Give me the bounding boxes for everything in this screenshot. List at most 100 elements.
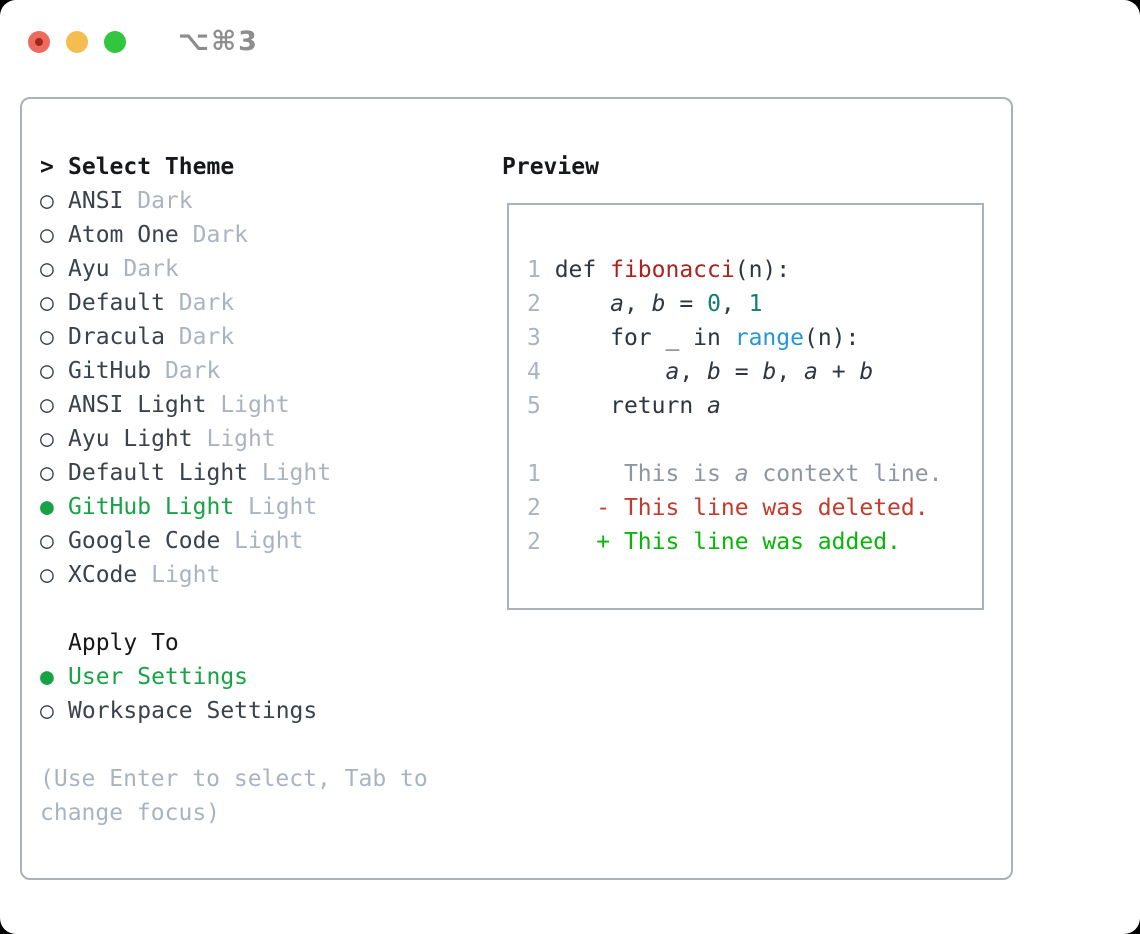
option-label: Atom One	[68, 222, 179, 248]
option-variant-label: Dark	[178, 324, 235, 350]
code-token-added: + This line was added.	[554, 529, 901, 555]
option-label: Ayu	[68, 256, 110, 282]
code-token-var: a	[804, 359, 818, 385]
radio-unselected-icon[interactable]: ○	[40, 528, 54, 554]
radio-unselected-icon[interactable]: ○	[40, 222, 54, 248]
theme-option-ansi[interactable]: ○ ANSI Dark	[40, 184, 331, 218]
code-token-code: ,	[623, 291, 652, 317]
option-variant-label: Dark	[178, 290, 235, 316]
theme-list-header: > Select Theme	[40, 150, 331, 184]
radio-unselected-icon[interactable]: ○	[40, 698, 54, 724]
code-token-code: ,	[776, 359, 805, 385]
apply-option-user-settings[interactable]: ●User Settings	[40, 660, 317, 694]
code-token-func: fibonacci	[610, 257, 735, 283]
option-label: Workspace Settings	[68, 698, 318, 724]
code-token-code: def	[554, 257, 611, 283]
option-label: Dracula	[68, 324, 165, 350]
radio-unselected-icon[interactable]: ○	[40, 188, 54, 214]
option-variant-label: Light	[248, 494, 318, 520]
code-token-deleted: - This line was deleted.	[554, 495, 929, 521]
radio-unselected-icon[interactable]: ○	[40, 358, 54, 384]
hint-text: (Use Enter to select, Tab to change focu…	[40, 762, 428, 830]
radio-unselected-icon[interactable]: ○	[40, 460, 54, 486]
code-line: 5 return a	[527, 389, 982, 423]
code-token-num: 1	[748, 291, 763, 317]
code-token-context-var: a	[734, 461, 749, 487]
code-token-num: 0	[707, 291, 721, 317]
preview-title: Preview	[502, 154, 599, 180]
option-label: GitHub	[68, 358, 152, 384]
option-variant-label: Light	[206, 426, 276, 452]
code-token-code	[555, 291, 610, 317]
hint-line-2: change focus)	[40, 800, 221, 826]
option-label: ANSI	[68, 188, 124, 214]
code-token-code: for _ in	[554, 325, 735, 351]
code-token-code: +	[817, 359, 860, 385]
option-label: Default Light	[68, 460, 249, 486]
code-token-code: (n):	[734, 257, 791, 283]
code-token-var: b	[707, 359, 721, 385]
window-title: ⌥⌘3	[178, 26, 259, 57]
radio-unselected-icon[interactable]: ○	[40, 290, 54, 316]
radio-selected-icon[interactable]: ●	[40, 494, 54, 520]
line-number: 2	[527, 291, 541, 317]
line-number: 2	[527, 495, 541, 521]
apply-option-workspace-settings[interactable]: ○ Workspace Settings	[40, 694, 317, 728]
radio-unselected-icon[interactable]: ○	[40, 256, 54, 282]
code-token-var: b	[859, 359, 874, 385]
radio-unselected-icon[interactable]: ○	[40, 426, 54, 452]
code-token-code: ,	[720, 291, 749, 317]
hint-line-1: (Use Enter to select, Tab to	[40, 766, 428, 792]
option-variant-label: Dark	[192, 222, 249, 248]
option-variant-label: Dark	[123, 256, 179, 282]
radio-unselected-icon[interactable]: ○	[40, 324, 54, 350]
apply-to-header: Apply To	[40, 626, 317, 660]
code-line: 1 def fibonacci(n):	[527, 253, 982, 287]
maximize-button-icon[interactable]	[104, 30, 126, 53]
minimize-button-icon[interactable]	[66, 30, 88, 53]
close-button-icon[interactable]	[28, 30, 50, 53]
code-line: 3 for _ in range(n):	[527, 321, 982, 355]
code-line: 2 + This line was added.	[527, 525, 982, 559]
radio-unselected-icon[interactable]: ○	[40, 562, 54, 588]
radio-unselected-icon[interactable]: ○	[40, 392, 54, 418]
radio-selected-icon[interactable]: ●	[40, 664, 54, 690]
code-token-var: b	[651, 291, 666, 317]
option-variant-label: Light	[220, 392, 290, 418]
apply-to-title: Apply To	[68, 630, 179, 656]
theme-option-atom-one[interactable]: ○ Atom One Dark	[40, 218, 331, 252]
code-token-builtin: range	[734, 325, 804, 351]
code-line: 4 a, b = b, a + b	[527, 355, 982, 389]
theme-list-title: Select Theme	[68, 154, 235, 180]
code-token-code: return	[554, 393, 708, 419]
theme-option-dracula[interactable]: ○ Dracula Dark	[40, 320, 331, 354]
theme-option-ayu[interactable]: ○ Ayu Dark	[40, 252, 331, 286]
apply-to-list: Apply To ●User Settings ○ Workspace Settin…	[40, 626, 317, 728]
code-token-code: =	[720, 359, 763, 385]
option-label: Google Code	[68, 528, 221, 554]
code-line: 1 This is a context line.	[527, 457, 982, 491]
line-number: 5	[527, 393, 541, 419]
theme-option-google-code[interactable]: ○ Google Code Light	[40, 524, 331, 558]
line-number: 4	[527, 359, 541, 385]
code-line	[527, 423, 982, 457]
option-variant-label: Light	[234, 528, 304, 554]
code-token-var: a	[665, 359, 680, 385]
option-variant-label: Dark	[137, 188, 193, 214]
titlebar: ⌥⌘3	[28, 26, 259, 57]
code-token-var: a	[707, 393, 721, 419]
line-number: 3	[527, 325, 541, 351]
code-token-var: b	[762, 359, 777, 385]
code-token-code: (n):	[803, 325, 860, 351]
code-token-code	[555, 359, 666, 385]
line-number: 1	[527, 461, 541, 487]
